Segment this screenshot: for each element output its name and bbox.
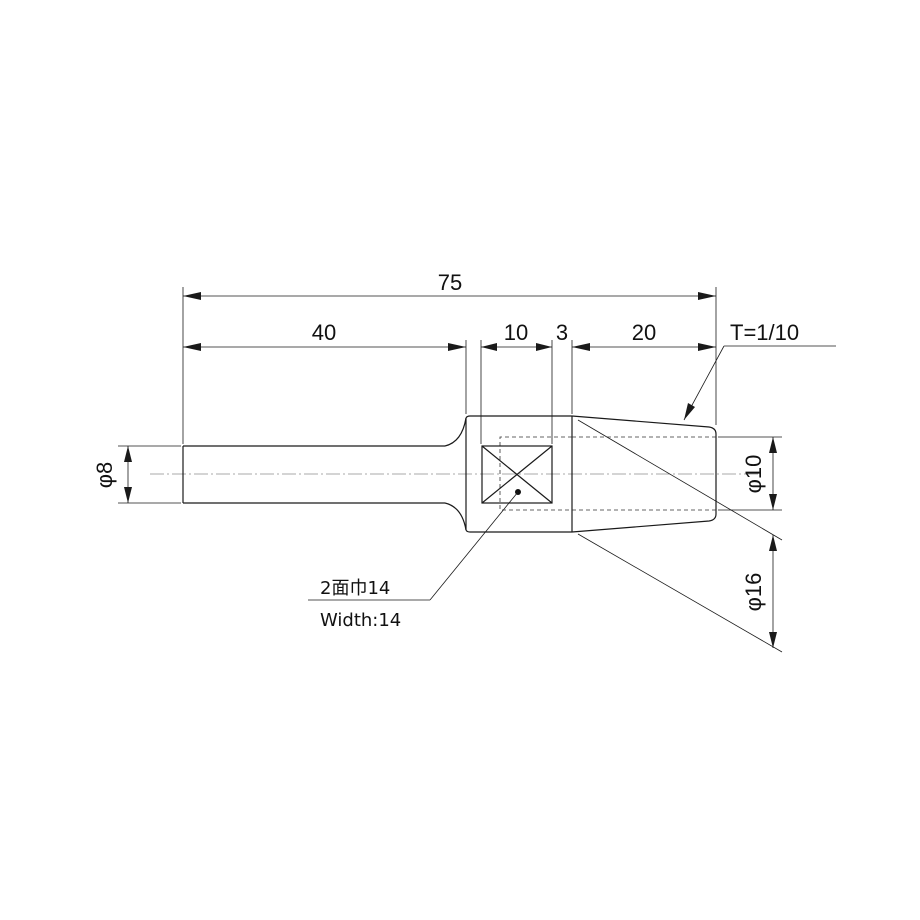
flat-width-en-label: Width:14 xyxy=(320,610,401,631)
body-outline xyxy=(465,415,573,533)
shank-outline xyxy=(182,417,467,531)
flat-marking xyxy=(481,445,553,504)
taper-note: T=1/10 xyxy=(683,320,836,421)
dim-overall: 75 xyxy=(183,270,716,300)
dim-gap: 3 xyxy=(556,320,568,345)
dim-gap-label: 3 xyxy=(556,320,568,345)
dim-flat-label: 10 xyxy=(504,320,528,345)
dim-body-diameter: φ16 xyxy=(577,419,783,653)
dim-taper-diameter-label: φ10 xyxy=(741,455,766,494)
dim-taper-diameter: φ10 xyxy=(718,436,782,511)
dim-shank: 40 xyxy=(183,320,466,351)
taper-note-label: T=1/10 xyxy=(730,320,799,345)
hidden-bore xyxy=(499,436,716,511)
dim-flat: 10 xyxy=(481,320,552,351)
dim-body-diameter-label: φ16 xyxy=(741,573,766,612)
dim-shank-label: 40 xyxy=(312,320,336,345)
dim-shank-diameter-label: φ8 xyxy=(92,462,117,489)
dim-taper-label: 20 xyxy=(632,320,656,345)
flat-width-callout: 2面巾14 Width:14 xyxy=(308,491,519,631)
dim-taper: 20 xyxy=(572,320,716,351)
dim-shank-diameter: φ8 xyxy=(92,445,181,504)
flat-width-jp-label: 2面巾14 xyxy=(320,578,390,599)
dim-overall-label: 75 xyxy=(438,270,462,295)
taper-outline xyxy=(571,415,717,533)
extension-lines xyxy=(182,287,717,444)
